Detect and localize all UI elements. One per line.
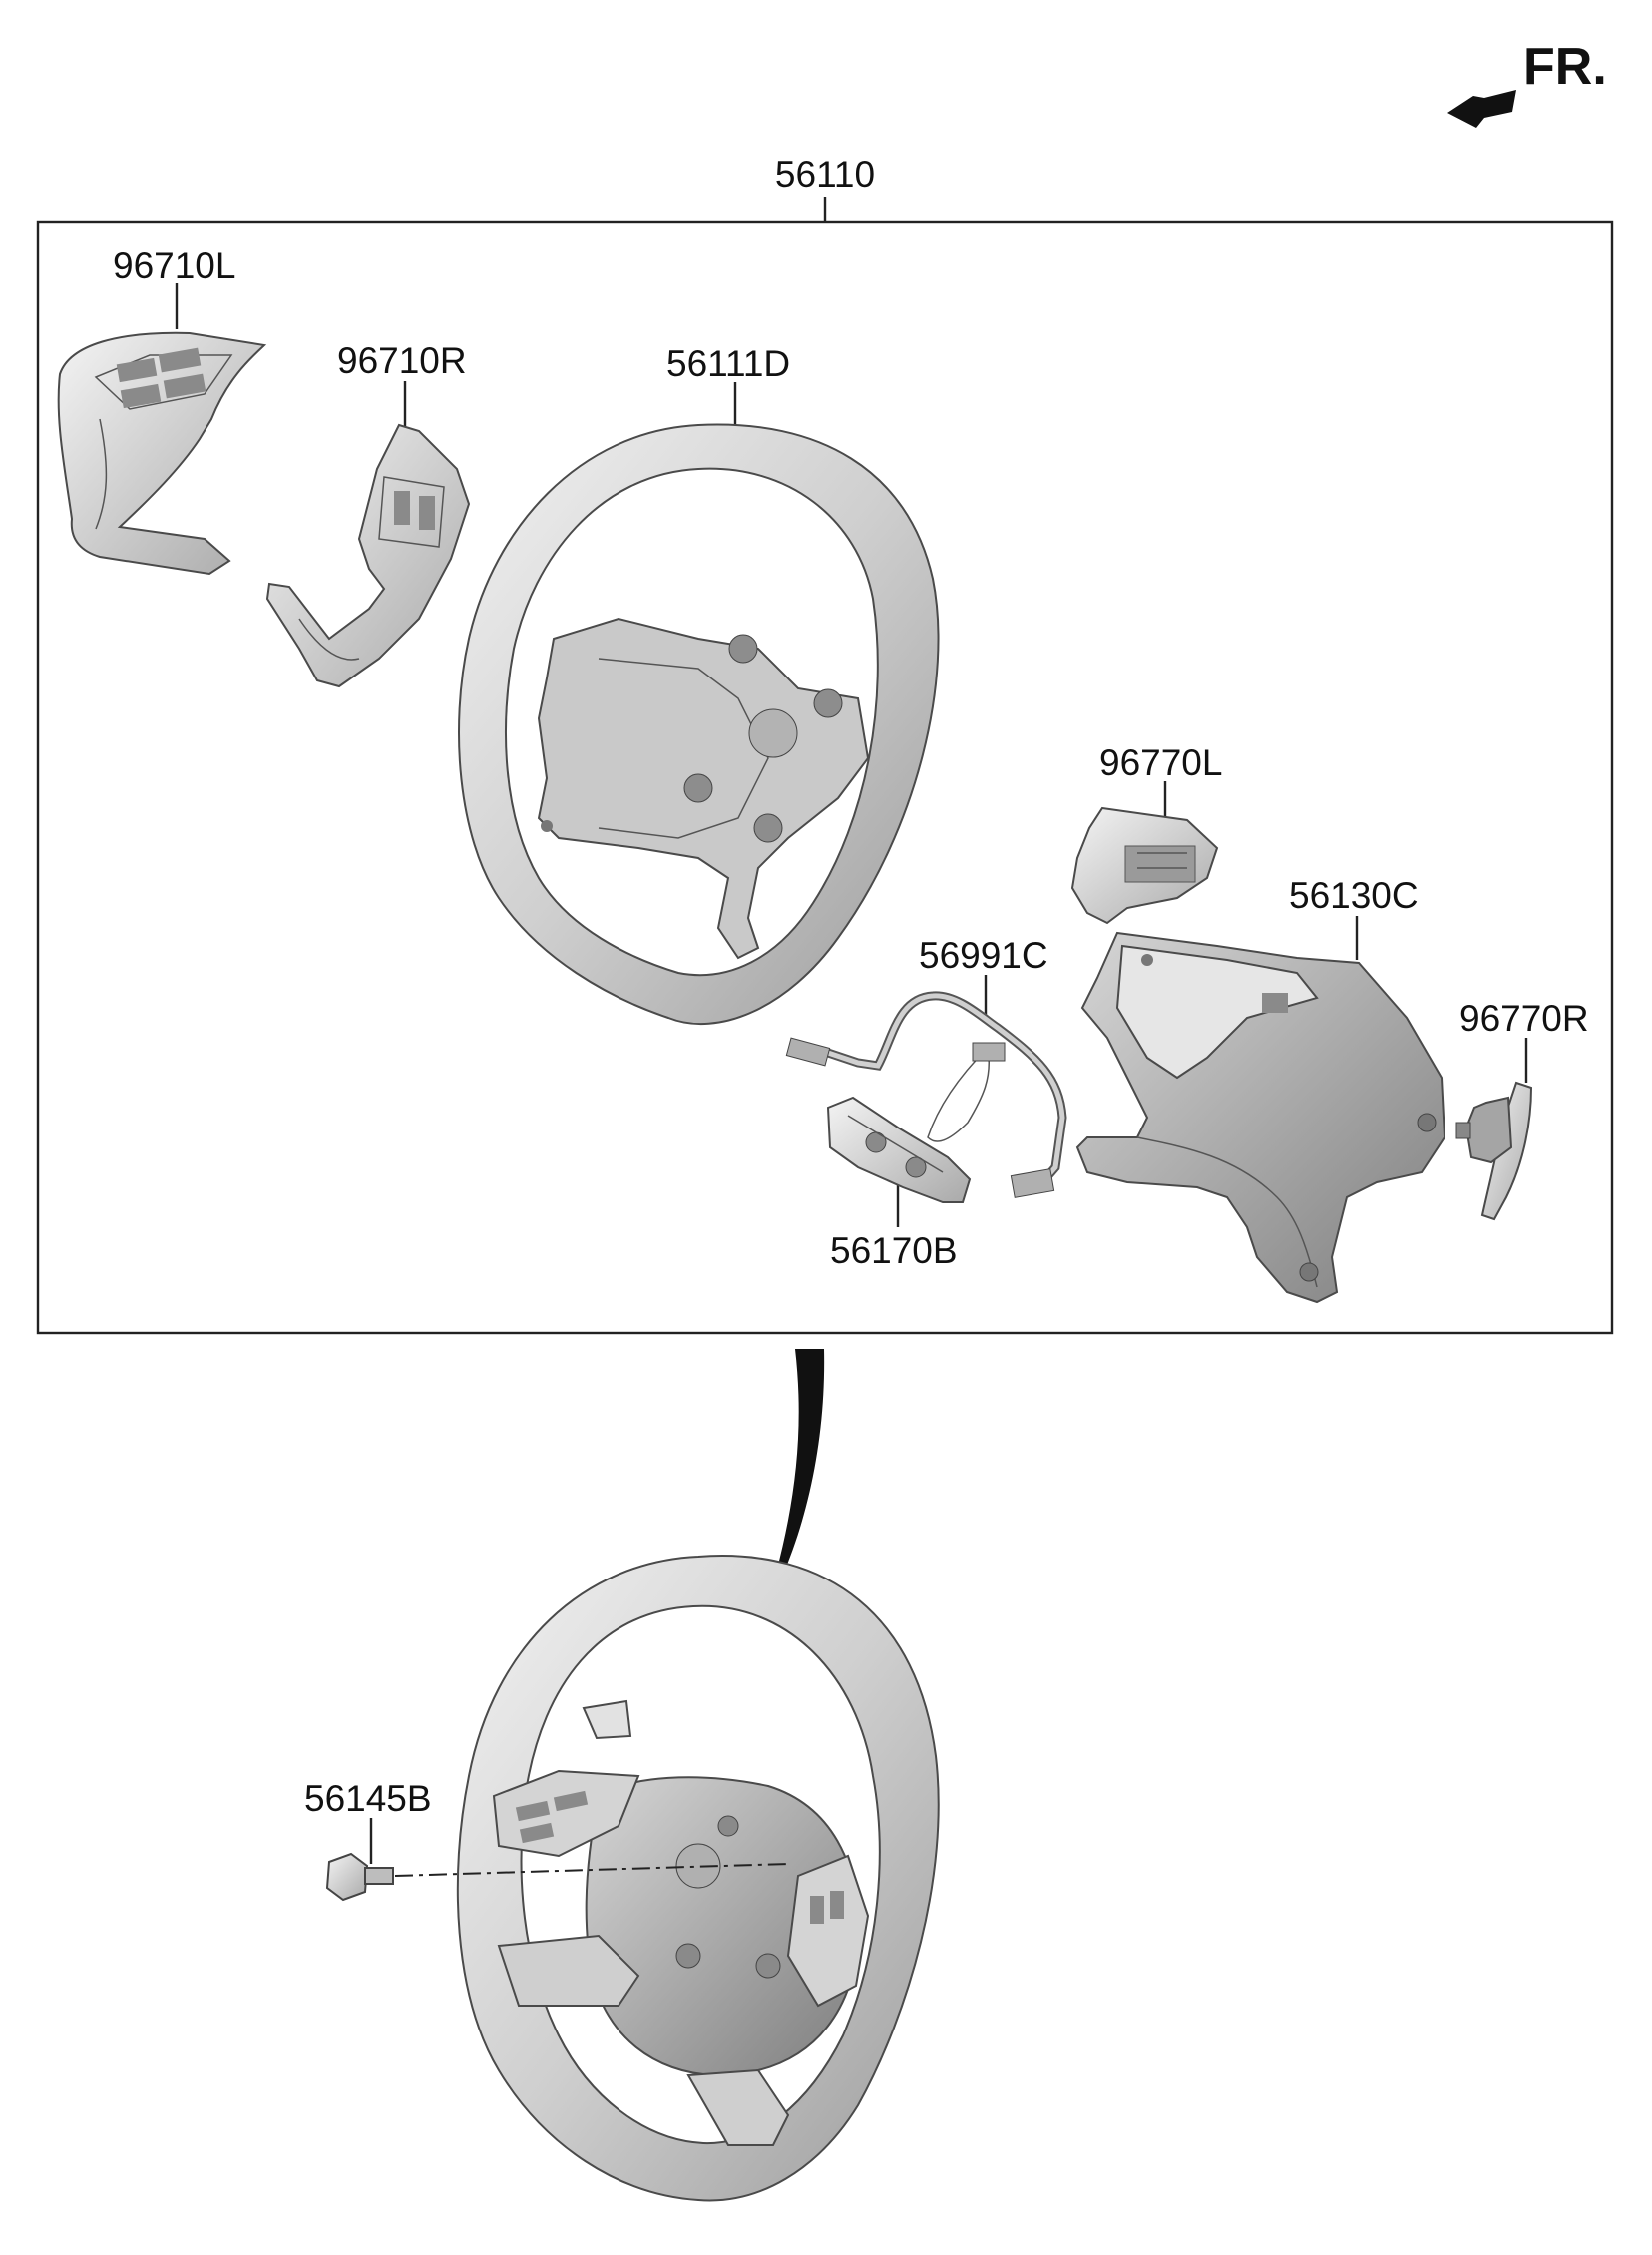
label-56111D: 56111D [666, 343, 790, 384]
label-56110: 56110 [775, 154, 875, 195]
wiring-harness-icon [785, 991, 1067, 1198]
right-paddle-shifter-icon [1455, 1081, 1533, 1221]
part-56111D[interactable]: 56111D [458, 343, 940, 1026]
part-96710L[interactable]: 96710L [57, 245, 267, 576]
part-96710R[interactable]: 96710R [265, 340, 471, 688]
assembly-pointer [776, 1349, 825, 1577]
right-remote-switch-bezel-icon [265, 423, 471, 688]
bolt-centerline [394, 1863, 789, 1877]
direction-marker: FR. [1447, 38, 1607, 128]
label-96770L: 96770L [1099, 742, 1222, 783]
left-remote-switch-bezel-icon [57, 331, 267, 576]
label-96710R: 96710R [337, 340, 467, 381]
mounting-bolt-icon [325, 1852, 394, 1902]
steering-wheel-body-icon [458, 423, 940, 1026]
label-56145B: 56145B [304, 1778, 432, 1819]
rear-cover-icon [1075, 931, 1446, 1304]
part-56991C[interactable]: 56991C [785, 935, 1067, 1198]
label-96710L: 96710L [113, 245, 235, 286]
assembly-frame: 56110 [36, 154, 1614, 1335]
label-56130C: 56130C [1289, 875, 1419, 916]
switch-module-icon [826, 1096, 972, 1203]
part-56170B[interactable]: 56170B [826, 1096, 972, 1271]
label-56991C: 56991C [919, 935, 1048, 976]
part-96770L[interactable]: 96770L [1070, 742, 1222, 925]
front-direction-arrow-icon [1447, 90, 1516, 128]
part-56130C[interactable]: 56130C [1075, 875, 1446, 1304]
part-96770R[interactable]: 96770R [1455, 998, 1589, 1221]
label-56170B: 56170B [830, 1230, 958, 1271]
fr-label: FR. [1523, 38, 1607, 96]
label-96770R: 96770R [1459, 998, 1589, 1039]
assembled-steering-wheel [456, 1555, 940, 2202]
left-paddle-shifter-icon [1070, 806, 1219, 925]
part-56145B[interactable]: 56145B [304, 1778, 789, 1902]
